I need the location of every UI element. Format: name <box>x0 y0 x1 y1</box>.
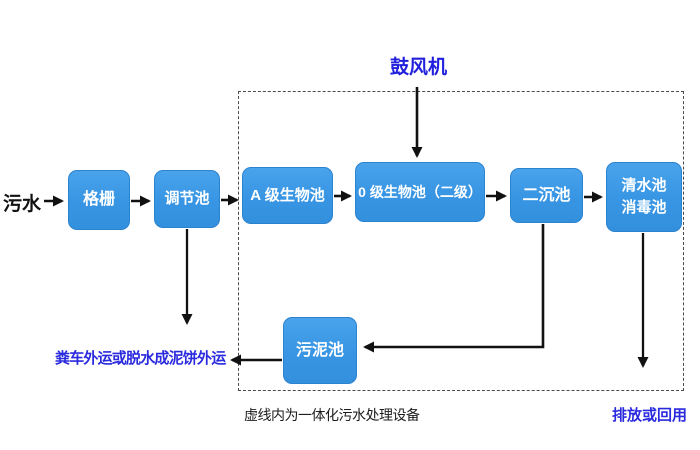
node-regulating-tank: 调节池 <box>154 170 220 228</box>
integrated-equipment-boundary <box>238 91 684 391</box>
node-o-bio-tank: 0 级生物池（二级） <box>355 162 485 222</box>
sludge-disposal-label: 粪车外运或脱水成泥饼外运 <box>55 350 226 367</box>
node-secondary-settling-tank-label: 二沉池 <box>522 186 571 204</box>
blower-label: 鼓风机 <box>390 57 448 78</box>
node-a-bio-tank-label: A 级生物池 <box>250 186 325 204</box>
node-regulating-tank-label: 调节池 <box>164 190 210 208</box>
node-sludge-tank: 污泥池 <box>283 317 357 384</box>
influent-label: 污水 <box>3 194 42 215</box>
node-grille-label: 格栅 <box>82 191 115 209</box>
node-disinfection-tank-label: 消毒池 <box>621 199 667 216</box>
node-clean-water-tank-label: 清水池 <box>621 177 667 195</box>
node-clean-water-disinfection-tank: 清水池 消毒池 <box>606 162 682 232</box>
node-a-bio-tank: A 级生物池 <box>242 167 333 224</box>
node-grille: 格栅 <box>68 170 130 230</box>
node-sludge-tank-label: 污泥池 <box>295 341 344 359</box>
node-o-bio-tank-label: 0 级生物池（二级） <box>358 183 482 200</box>
discharge-label: 排放或回用 <box>612 407 688 424</box>
node-secondary-settling-tank: 二沉池 <box>510 168 583 223</box>
boundary-note-label: 虚线内为一体化污水处理设备 <box>244 407 420 423</box>
